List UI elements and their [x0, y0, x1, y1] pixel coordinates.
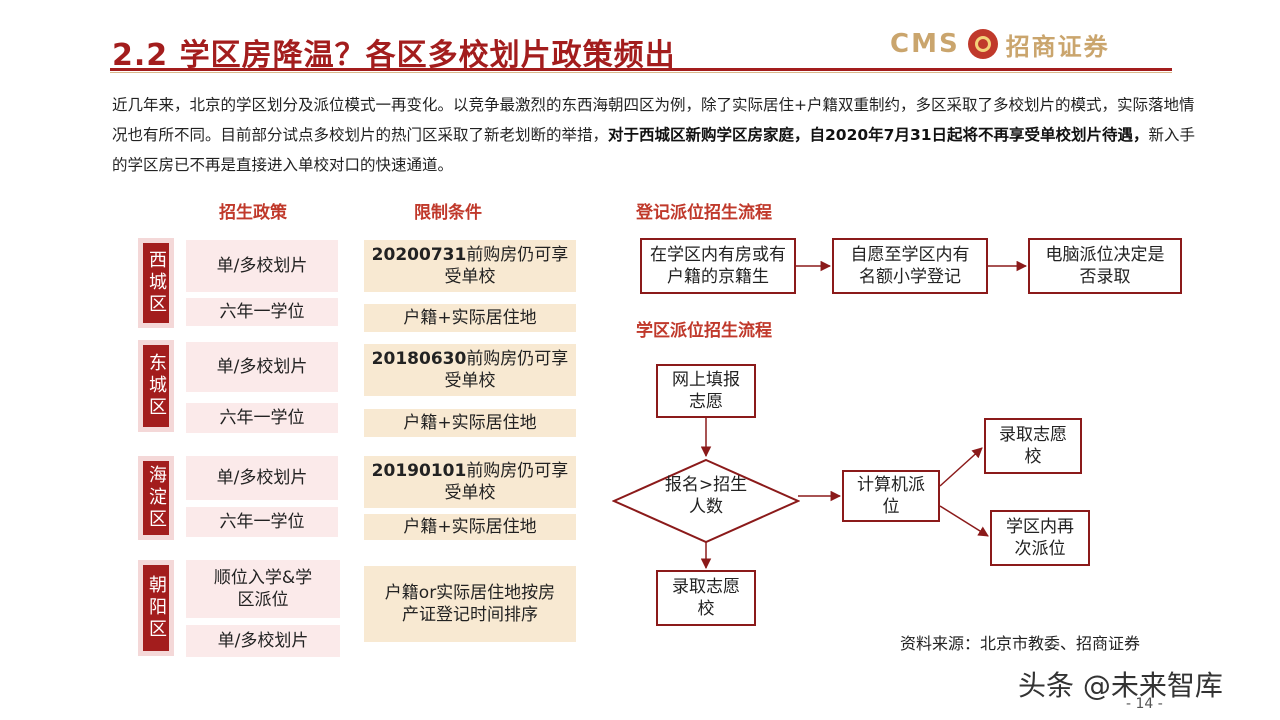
- col-header-limit: 限制条件: [414, 203, 482, 223]
- col-header-policy: 招生政策: [219, 203, 287, 223]
- limit-cell: 户籍+实际居住地: [364, 514, 576, 540]
- intro-paragraph: 近几年来，北京的学区划分及派位模式一再变化。以竞争最激烈的东西海朝四区为例，除了…: [112, 90, 1202, 180]
- company-logo: CMS 招商证券: [890, 26, 1110, 62]
- flow2-outcome-bottom: 学区内再次派位: [990, 510, 1090, 566]
- policy-cell: 六年一学位: [186, 507, 338, 537]
- watermark: 头条 @未来智库: [1018, 669, 1223, 702]
- flow2-outcome-left: 录取志愿校: [656, 570, 756, 626]
- district-label-haidian: 海淀区: [138, 456, 174, 540]
- header-rule: [110, 68, 1172, 71]
- logo-emblem-icon: [967, 29, 998, 59]
- logo-latin: CMS: [890, 29, 960, 59]
- flow1-step-2: 自愿至学区内有名额小学登记: [832, 238, 988, 294]
- limit-cell: 户籍+实际居住地: [364, 304, 576, 332]
- page-title: 2.2 学区房降温？各区多校划片政策频出: [112, 38, 676, 73]
- flow2-outcome-top: 录取志愿校: [984, 418, 1082, 474]
- flow1-heading: 登记派位招生流程: [636, 203, 772, 223]
- policy-cell: 六年一学位: [186, 403, 338, 433]
- policy-cell: 单/多校划片: [186, 342, 338, 392]
- policy-cell: 六年一学位: [186, 298, 338, 326]
- policy-cell: 单/多校划片: [186, 625, 340, 657]
- flow2-heading: 学区派位招生流程: [636, 321, 772, 341]
- policy-cell: 顺位入学&学区派位: [186, 560, 340, 618]
- policy-cell: 单/多校划片: [186, 456, 338, 500]
- flow2-step-apply: 网上填报志愿: [656, 364, 756, 418]
- source-note: 资料来源：北京市教委、招商证券: [900, 634, 1141, 653]
- header-rule-thin: [110, 72, 1172, 73]
- flow2-step-compute: 计算机派位: [842, 470, 940, 522]
- flow1-step-1: 在学区内有房或有户籍的京籍生: [640, 238, 796, 294]
- district-label-xicheng: 西城区: [138, 238, 174, 328]
- limit-cell: 20190101前购房仍可享受单校: [364, 456, 576, 508]
- flow1-step-3: 电脑派位决定是否录取: [1028, 238, 1182, 294]
- limit-cell: 20180630前购房仍可享受单校: [364, 344, 576, 396]
- logo-chinese: 招商证券: [1005, 32, 1110, 61]
- district-label-chaoyang: 朝阳区: [138, 560, 174, 656]
- district-label-dongcheng: 东城区: [138, 340, 174, 432]
- flow2-decision-label: 报名>招生人数: [664, 475, 748, 517]
- limit-cell: 20200731前购房仍可享受单校: [364, 240, 576, 292]
- intro-text-bold: 对于西城区新购学区房家庭，自2020年7月31日起将不再享受单校划片待遇，: [608, 126, 1149, 144]
- policy-cell: 单/多校划片: [186, 240, 338, 292]
- page-number: - 14 -: [1126, 696, 1163, 712]
- intro-text-1: 近几年来，北京的学区划分及派位模式一再变化。以竞争最激烈的东西海朝四区为例，除了…: [112, 96, 1195, 144]
- limit-cell: 户籍or实际居住地按房产证登记时间排序: [364, 566, 576, 642]
- intro-text-2: 新入手的学区房已不再是直接进入单校对口的快速通道。: [112, 126, 1196, 174]
- limit-cell: 户籍+实际居住地: [364, 409, 576, 437]
